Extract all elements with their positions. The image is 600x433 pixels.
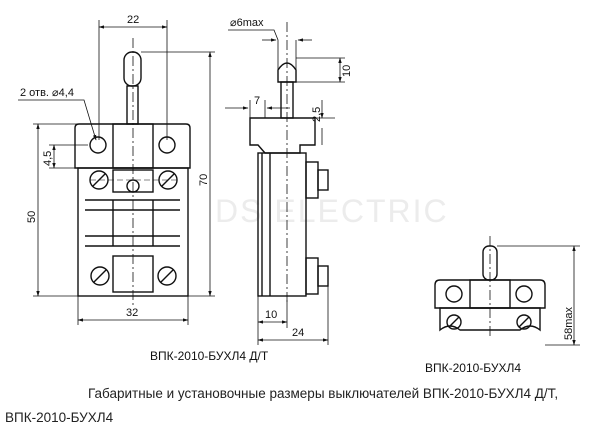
side-body	[257, 152, 307, 297]
front-screw-bottom-right	[157, 266, 177, 286]
dim-front-width-base: 32	[126, 307, 138, 319]
dim-front-height-body: 50	[26, 211, 38, 223]
side-view	[249, 62, 329, 297]
small-dimensions	[497, 245, 580, 346]
dim-side-base-part: 10	[265, 309, 277, 321]
caption-line-2: ВПК-2010-БУХЛ4	[5, 410, 114, 425]
label-front-view: ВПК-2010-БУХЛ4 Д/Т	[150, 349, 269, 363]
dim-side-left-offset: 7	[254, 95, 260, 107]
front-plunger-tip	[123, 51, 142, 87]
front-hole-left	[89, 136, 107, 154]
dim-front-height-total: 70	[198, 174, 210, 186]
front-mount-plate	[74, 123, 191, 169]
dim-front-holes: 2 отв. ⌀4,4	[20, 87, 74, 99]
front-screw-bottom-left	[90, 266, 110, 286]
dim-side-base-total: 24	[292, 327, 304, 339]
small-plate	[434, 279, 546, 309]
caption-line-1: Габаритные и установочные размеры выключ…	[88, 386, 559, 401]
dim-side-plunger-top: 10	[341, 65, 353, 77]
front-dimensions	[18, 20, 215, 325]
small-hole-right	[515, 285, 533, 303]
small-base	[439, 307, 541, 332]
dim-side-plunger-step: 2,5	[311, 107, 323, 122]
dim-small-height: 58max	[563, 306, 575, 340]
dim-front-offset: 4,5	[42, 151, 54, 166]
front-plunger-stem	[126, 85, 139, 125]
front-view	[74, 51, 191, 297]
dim-front-width-top: 22	[127, 14, 139, 26]
small-hole-left	[445, 285, 463, 303]
label-small-view: ВПК-2010-БУХЛ4	[425, 361, 521, 375]
side-head	[249, 117, 316, 154]
dim-side-diameter: ⌀6max	[230, 17, 264, 29]
side-dimensions	[225, 29, 345, 345]
watermark: DS ELECTRIC	[215, 193, 449, 229]
side-terminal-bottom	[305, 257, 319, 295]
